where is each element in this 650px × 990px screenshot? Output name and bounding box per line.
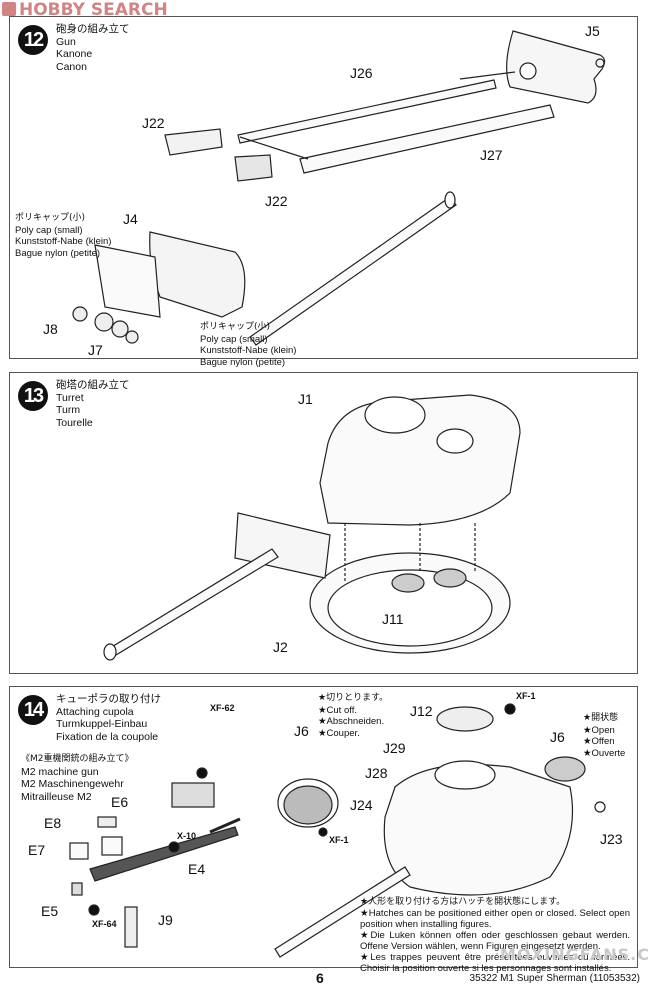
part-label: J9 (158, 912, 173, 928)
cupola-assembly-drawing (69, 703, 606, 958)
part-label: E6 (111, 794, 129, 810)
part-label: J2 (273, 639, 288, 655)
part-label: J6 (550, 729, 565, 745)
part-label: J7 (88, 342, 103, 358)
part-label: J4 (123, 211, 138, 227)
page-number: 6 (316, 970, 324, 986)
step-title: キューポラの取り付け Attaching cupola Turmkuppel-E… (56, 693, 161, 743)
step-title: 砲塔の組み立て Turret Turm Tourelle (56, 379, 130, 429)
watermark: HOBBY SEARCH (2, 0, 168, 20)
m2-subassembly-title: 《M2重機関銃の組み立て》 M2 machine gun M2 Maschine… (21, 754, 134, 803)
turret-assembly-drawing (103, 394, 521, 661)
polycap-note: ポリキャップ(小) Poly cap (small) Kunststoff-Na… (200, 322, 297, 368)
step-number-badge: 14 (18, 695, 48, 725)
part-label: E8 (44, 815, 62, 831)
part-label: E7 (28, 842, 46, 858)
part-label: J5 (585, 23, 600, 39)
part-label: J12 (410, 703, 433, 719)
part-label: J22 (265, 193, 288, 209)
part-label: J27 (480, 147, 503, 163)
step-number-badge: 13 (18, 381, 48, 411)
hatch-note: ★人形を取り付ける方はハッチを開状態にします。 ★Hatches can be … (360, 897, 630, 974)
part-label: J8 (43, 321, 58, 337)
open-note: ★開状態 ★Open ★Offen ★Ouverte (583, 713, 626, 759)
paint-code: XF-1 (329, 835, 349, 845)
paint-code: XF-64 (92, 919, 117, 929)
part-label: J26 (350, 65, 373, 81)
paint-code: X-10 (177, 831, 197, 841)
part-label: J1 (298, 391, 313, 407)
part-label: J22 (142, 115, 165, 131)
watermark-moxingfans: MOXINGFANS.COM (500, 945, 650, 964)
paint-code: XF-1 (516, 691, 536, 701)
part-label: J28 (365, 765, 388, 781)
cut-off-note: ★切りとります。 ★Cut off. ★Abschneiden. ★Couper… (318, 693, 389, 739)
footer-product: 35322 M1 Super Sherman (11053532) (469, 973, 640, 984)
part-label: J29 (383, 740, 406, 756)
polycap-note: ポリキャップ(小) Poly cap (small) Kunststoff-Na… (15, 213, 112, 259)
part-label: J24 (350, 797, 373, 813)
part-label: J11 (382, 611, 404, 627)
paint-code: XF-62 (210, 703, 235, 713)
part-label: J6 (294, 723, 309, 739)
gun-assembly-drawing (72, 30, 606, 346)
part-label: J23 (600, 831, 623, 847)
step-title: 砲身の組み立て Gun Kanone Canon (56, 23, 130, 73)
step-number-badge: 12 (18, 25, 48, 55)
step-14-panel: 14 キューポラの取り付け Attaching cupola Turmkuppe… (9, 686, 638, 968)
part-label: E5 (41, 903, 59, 919)
part-label: E4 (188, 861, 206, 877)
step-12-panel: 12 砲身の組み立て Gun Kanone Canon (9, 16, 638, 368)
step-13-panel: 13 砲塔の組み立て Turret Turm Tourelle J1 (9, 372, 638, 674)
hobby-search-logo-icon (2, 2, 16, 16)
